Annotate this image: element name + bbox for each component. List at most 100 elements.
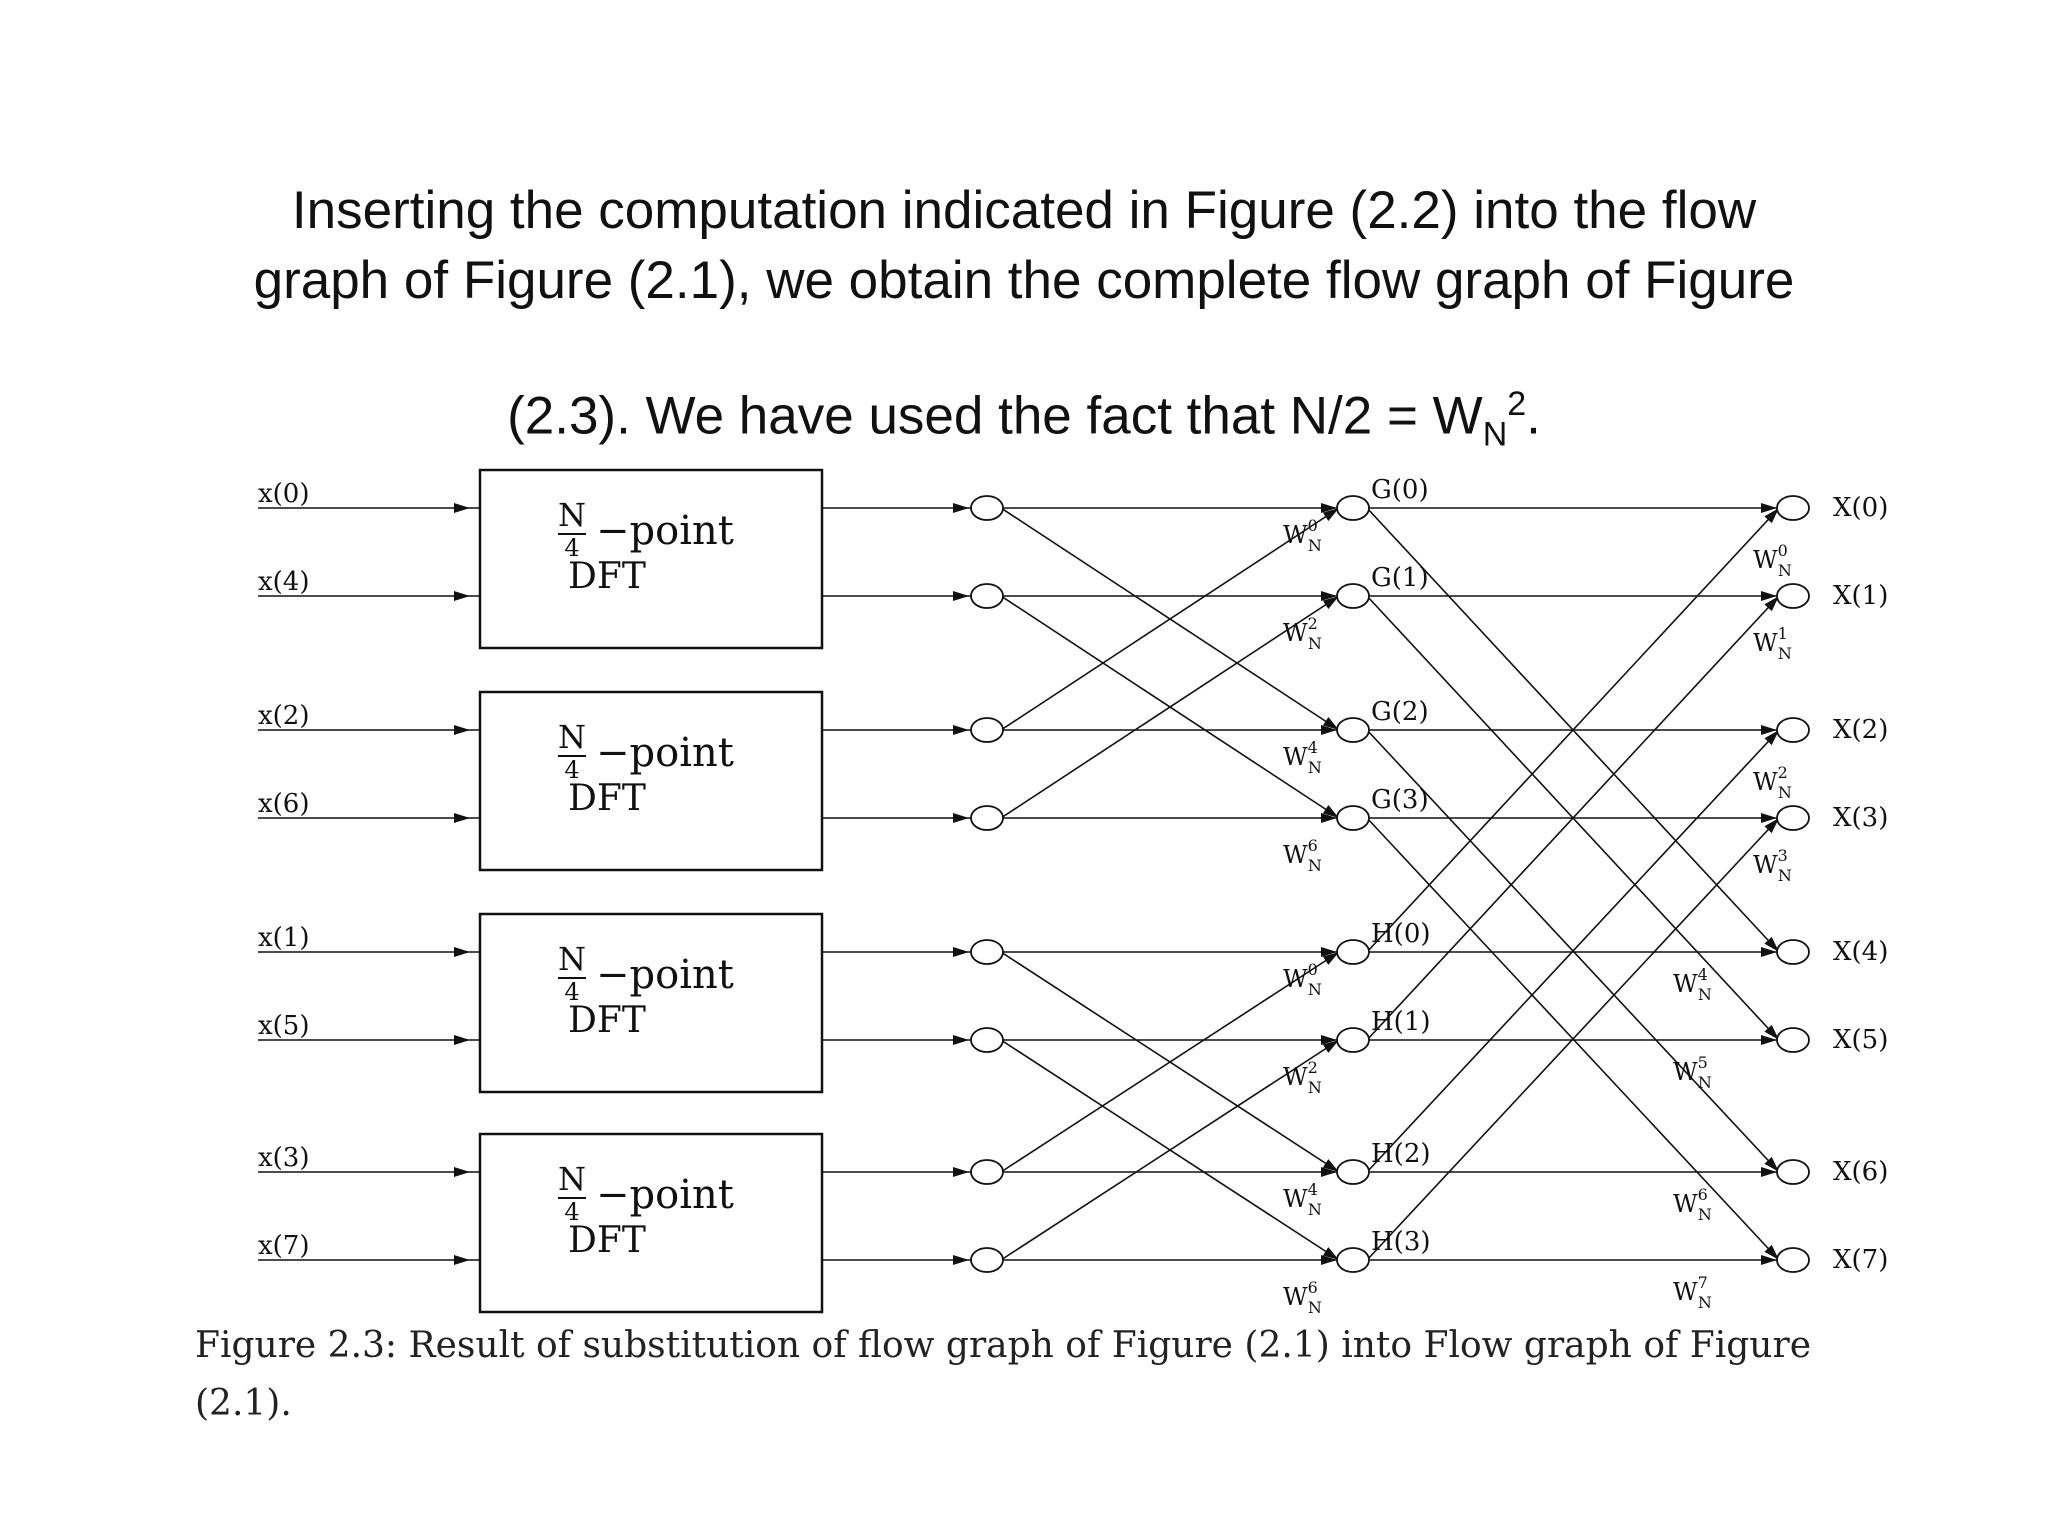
block-output-arrow	[953, 1167, 969, 1177]
dft-block	[478, 912, 824, 1094]
dft-point-label: −point	[596, 730, 734, 776]
stage2-cross-line	[1000, 951, 1340, 1173]
dft-name-label: DFT	[568, 778, 646, 819]
flow-node	[970, 1247, 1004, 1273]
stage2-cross-arrow	[1322, 1159, 1339, 1172]
output-label: X(7)	[1833, 1245, 1888, 1275]
dft-block	[478, 690, 824, 872]
dft-name-label: DFT	[568, 1000, 646, 1041]
stage3-cross-arrow	[1764, 596, 1779, 612]
stage3-arrow	[1761, 1167, 1777, 1177]
stage3-arrow	[1761, 1255, 1777, 1265]
mid-node-label: H(0)	[1371, 919, 1431, 949]
flow-node	[970, 583, 1004, 609]
stage3-cross-arrow	[1764, 1156, 1779, 1172]
stage2-arrow	[1321, 947, 1337, 957]
dft-point-label: −point	[596, 508, 734, 554]
stage2-cross-line	[1000, 507, 1340, 731]
figure-caption-line-2: (2.1).	[195, 1383, 292, 1424]
input-arrow	[454, 1167, 470, 1177]
stage3-arrow	[1761, 947, 1777, 957]
mid-node-label: G(1)	[1371, 563, 1429, 593]
flow-node	[1776, 1027, 1810, 1053]
flow-node	[1336, 583, 1370, 609]
stage3-arrow	[1761, 813, 1777, 823]
block-output-arrow	[953, 725, 969, 735]
stage2-cross-line	[1000, 1039, 1340, 1261]
stage2-arrow	[1321, 725, 1337, 735]
input-label: x(5)	[258, 1011, 310, 1041]
flow-node	[1336, 1247, 1370, 1273]
input-label: x(6)	[258, 789, 310, 819]
flow-node	[970, 495, 1004, 521]
flow-node	[1776, 1159, 1810, 1185]
flow-node	[1336, 495, 1370, 521]
figure-caption-line-1: Figure 2.3: Result of substitution of fl…	[195, 1325, 1811, 1366]
stage3-cross-arrow	[1764, 1244, 1779, 1260]
block-output-arrow	[953, 813, 969, 823]
output-label: X(4)	[1833, 937, 1888, 967]
stage3-cross-line	[1366, 729, 1780, 1173]
block-output-arrow	[953, 591, 969, 601]
stage2-arrow	[1321, 1167, 1337, 1177]
input-label: x(1)	[258, 923, 310, 953]
stage2-cross-line	[1000, 595, 1340, 819]
intro-text-line-3-main: (2.3). We have used the fact that N/2 = …	[507, 386, 1483, 446]
stage2-arrow	[1321, 813, 1337, 823]
input-arrow	[454, 813, 470, 823]
stage3-cross-arrow	[1764, 508, 1779, 524]
dft-fraction-denominator: 4	[564, 1198, 579, 1226]
dft-name-label: DFT	[568, 556, 646, 597]
input-arrow	[454, 725, 470, 735]
intro-text-line-2: graph of Figure (2.1), we obtain the com…	[253, 251, 1795, 310]
block-output-arrow	[953, 1255, 969, 1265]
input-label: x(4)	[258, 567, 310, 597]
dft-fraction-denominator: 4	[564, 756, 579, 784]
stage2-cross-arrow	[1322, 805, 1339, 818]
stage2-cross-arrow	[1322, 508, 1339, 521]
dft-point-label: −point	[596, 1172, 734, 1218]
flow-node	[1336, 1027, 1370, 1053]
output-label: X(5)	[1833, 1025, 1888, 1055]
input-arrow	[454, 1035, 470, 1045]
stage2-arrow	[1321, 503, 1337, 513]
input-arrow	[454, 1255, 470, 1265]
mid-node-label: G(0)	[1371, 475, 1429, 505]
stage3-arrow	[1761, 725, 1777, 735]
stage3-arrow	[1761, 1035, 1777, 1045]
stage3-arrow	[1761, 503, 1777, 513]
flow-node	[1776, 583, 1810, 609]
input-label: x(7)	[258, 1231, 310, 1261]
intro-text-line-1: Inserting the computation indicated in F…	[291, 181, 1757, 240]
flow-node	[970, 1159, 1004, 1185]
stage3-cross-line	[1366, 817, 1780, 1261]
input-arrow	[454, 591, 470, 601]
flow-node	[970, 939, 1004, 965]
intro-text-line-3-subscript: N	[1482, 415, 1508, 454]
stage3-arrow	[1761, 591, 1777, 601]
stage2-cross-arrow	[1322, 1040, 1339, 1053]
dft-block	[478, 468, 824, 650]
stage3-cross-arrow	[1764, 1024, 1779, 1040]
block-output-arrow	[953, 947, 969, 957]
dft-name-label: DFT	[568, 1220, 646, 1261]
dft-point-label: −point	[596, 952, 734, 998]
stage2-cross-arrow	[1322, 952, 1339, 965]
input-arrow	[454, 947, 470, 957]
flow-node	[1776, 495, 1810, 521]
dft-fraction-numerator: N	[558, 1160, 586, 1198]
flow-node	[1336, 1159, 1370, 1185]
stage3-cross-line	[1366, 507, 1780, 953]
flow-node	[970, 805, 1004, 831]
stage2-arrow	[1321, 591, 1337, 601]
